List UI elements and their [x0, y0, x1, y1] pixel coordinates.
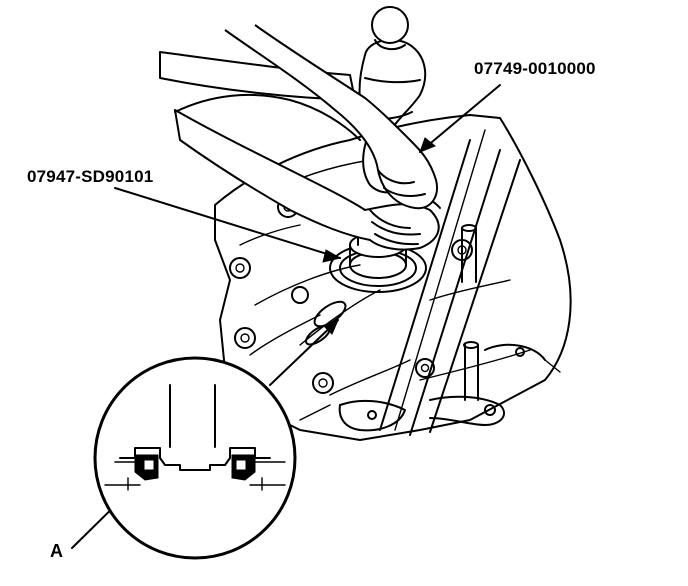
transmission-case — [214, 101, 572, 441]
detail-view — [93, 356, 297, 560]
callout-detail-a: A — [50, 541, 64, 561]
callout-tool-07749: 07749-0010000 — [474, 59, 596, 78]
hand-upper — [174, 24, 438, 210]
callout-tool-07947: 07947-SD90101 — [27, 167, 154, 186]
